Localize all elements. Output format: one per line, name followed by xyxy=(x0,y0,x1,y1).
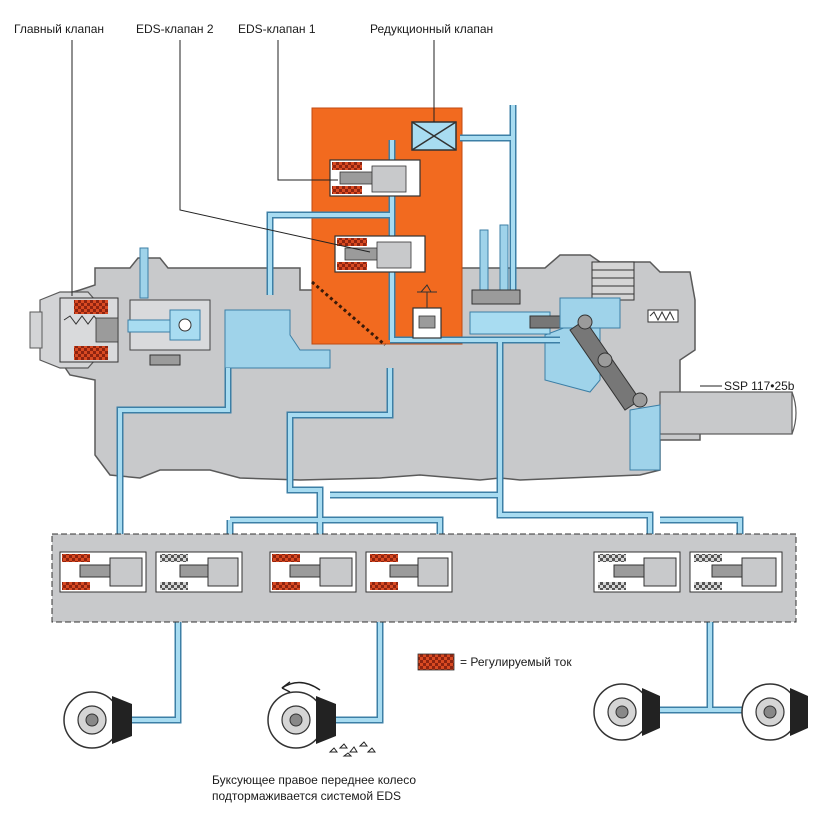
caption-line-2: подтормаживается системой EDS xyxy=(212,789,402,803)
valve-pair-fr xyxy=(269,551,453,593)
lever-mechanism xyxy=(559,261,679,411)
eds-control-block xyxy=(311,107,463,347)
wheel-rear-left xyxy=(593,683,660,741)
output-shaft xyxy=(659,391,797,435)
label-eds-valve-2: EDS-клапан 2 xyxy=(136,22,214,36)
caption: Буксующее правое переднее колесо подторм… xyxy=(212,772,416,804)
label-ssp-code: SSP 117•25b xyxy=(724,379,795,393)
wheel-rear-right xyxy=(741,683,808,741)
pump-mechanism-left xyxy=(127,247,211,366)
label-eds-valve-1: EDS-клапан 1 xyxy=(238,22,316,36)
wheel-valves xyxy=(59,551,783,593)
eds-valve-1 xyxy=(329,159,421,197)
label-main-valve: Главный клапан xyxy=(14,22,105,36)
legend-swatch xyxy=(417,653,455,671)
wheel-front-right xyxy=(267,681,376,757)
eds-valve-2 xyxy=(334,235,426,273)
label-reduction-valve: Редукционный клапан xyxy=(370,22,494,36)
wheel-front-left xyxy=(63,691,132,749)
valve-pair-rear xyxy=(593,551,783,593)
valve-pair-fl xyxy=(59,551,243,593)
caption-line-1: Буксующее правое переднее колесо xyxy=(212,773,417,787)
reduction-valve xyxy=(411,121,457,151)
leader-lines xyxy=(71,40,722,387)
pressure-switch xyxy=(412,284,442,339)
legend-text: = Регулируемый ток xyxy=(460,655,572,669)
main-valve xyxy=(59,297,119,363)
